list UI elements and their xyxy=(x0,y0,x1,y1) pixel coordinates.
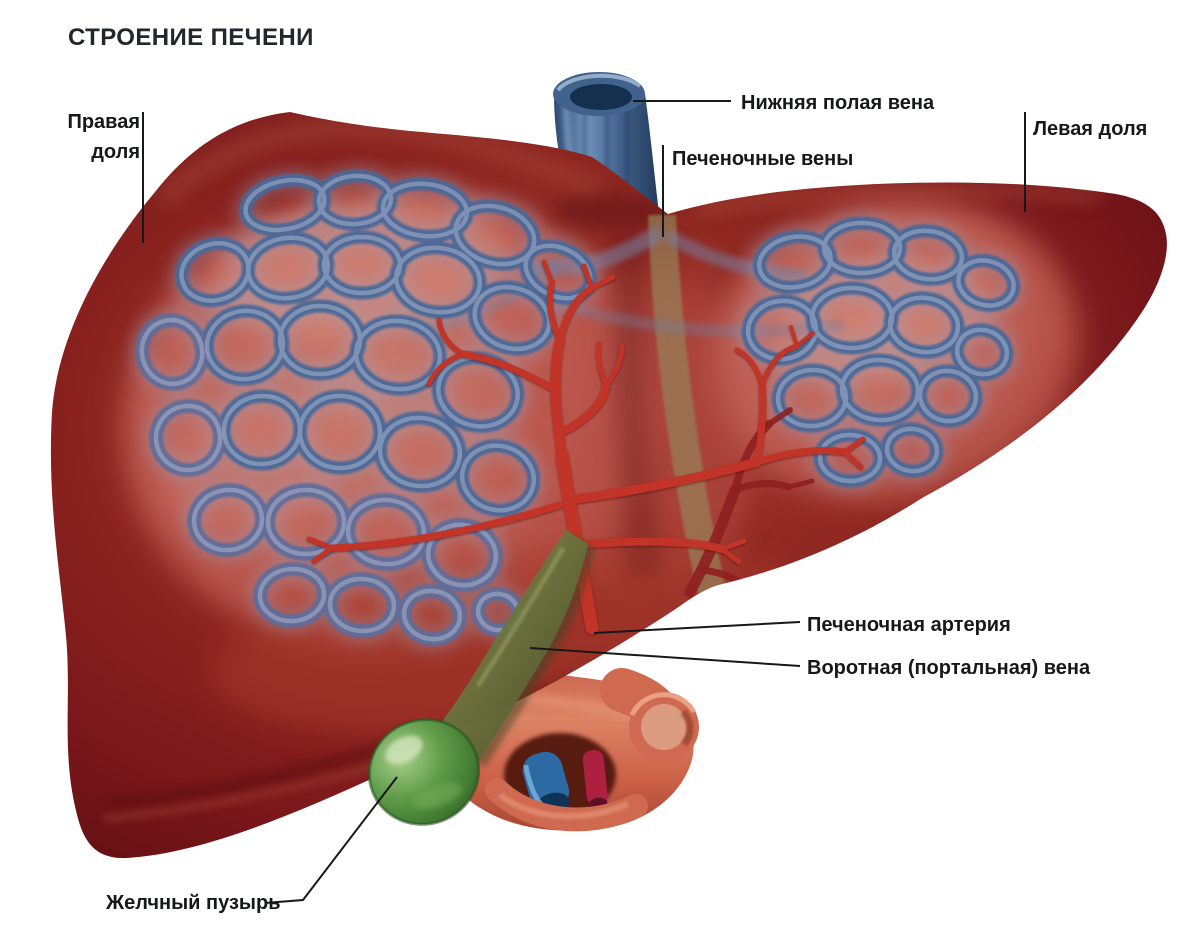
liver-top-highlight xyxy=(155,120,603,206)
label-left-lobe: Левая доля xyxy=(1033,118,1148,140)
leader-gallbladder xyxy=(264,776,398,904)
label-gallbladder: Желчный пузырь xyxy=(106,892,281,914)
gallbladder-duct xyxy=(434,530,588,762)
leader-lines xyxy=(142,100,1026,904)
label-portal-vein: Воротная (портальная) вена xyxy=(807,657,1091,679)
gallbladder-shape xyxy=(367,530,595,826)
leader-hepatic-artery xyxy=(593,621,801,634)
label-inferior-vena-cava: Нижняя полая вена xyxy=(741,92,935,114)
label-hepatic-veins: Печеночные вены xyxy=(672,148,854,170)
figure-title: СТРОЕНИЕ ПЕЧЕНИ xyxy=(68,24,314,51)
label-hepatic-artery: Печеночная артерия xyxy=(807,614,1011,636)
falciform-ligament xyxy=(648,215,726,596)
label-right-lobe: Правая доля xyxy=(67,111,140,163)
hepatic-vein-mesh-right-lobe xyxy=(134,173,599,643)
leader-portal-vein xyxy=(529,647,801,667)
